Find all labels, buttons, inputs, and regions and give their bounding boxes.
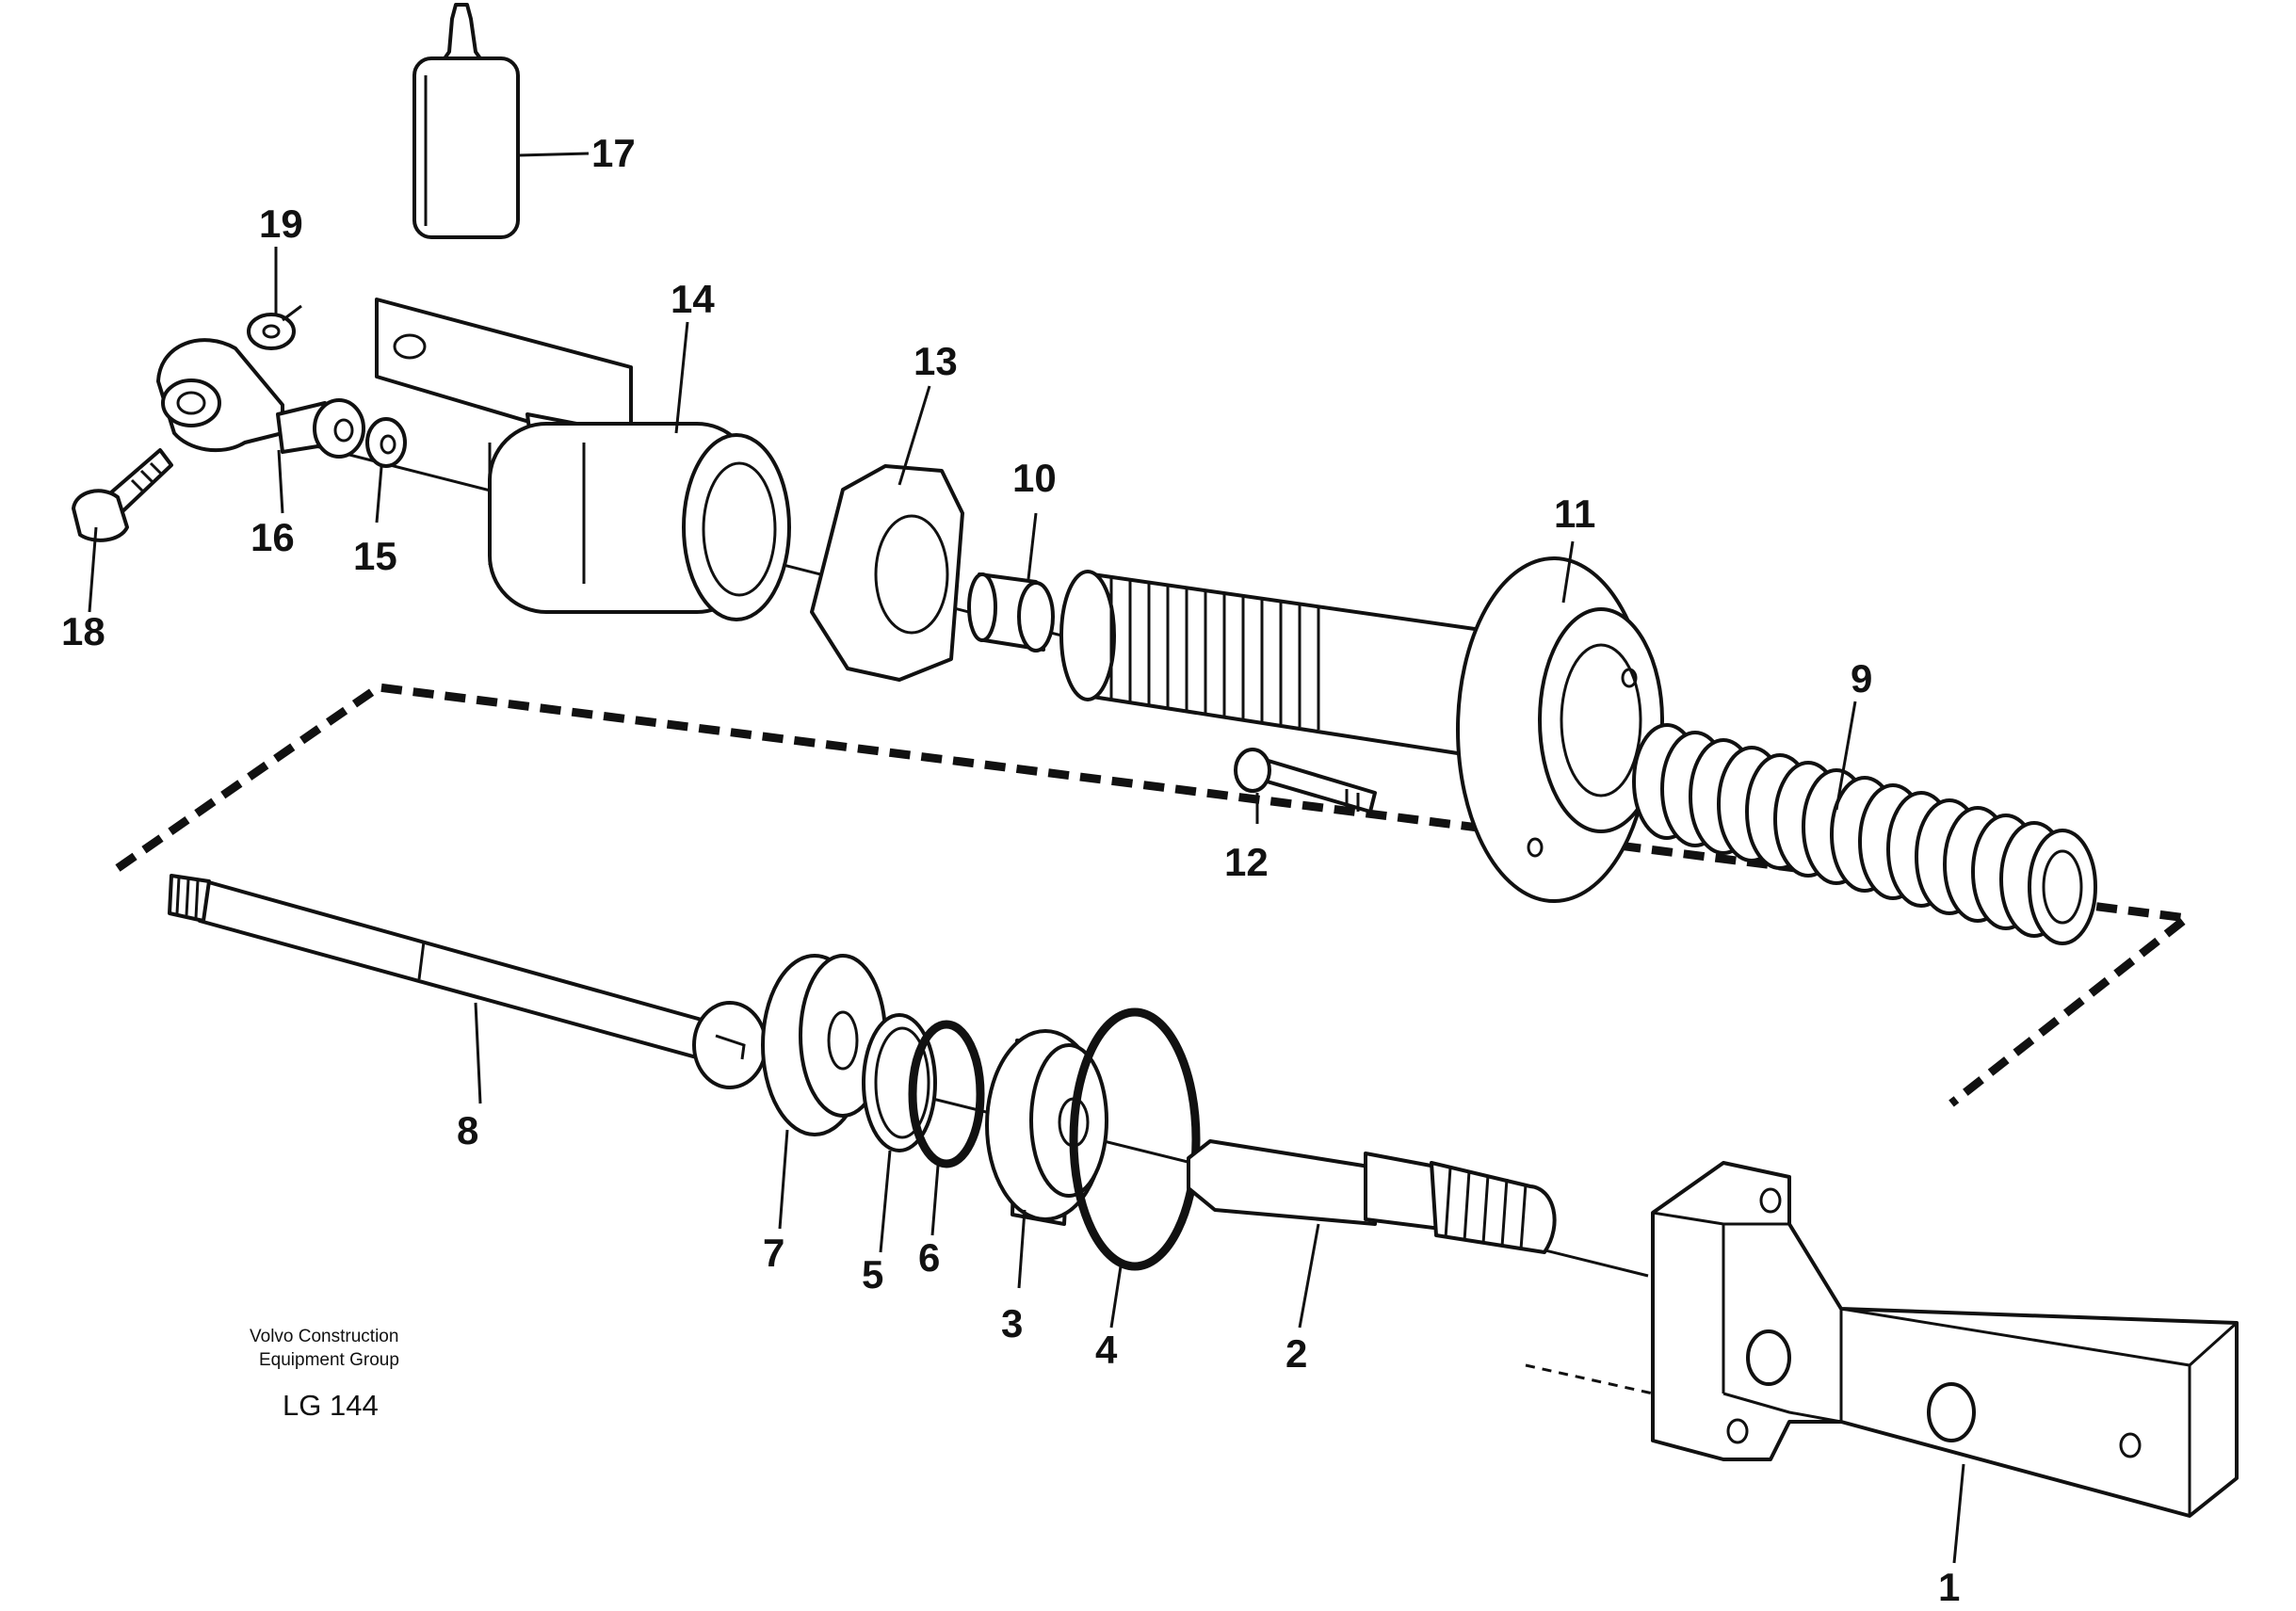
callout-8: 8 [457, 1108, 478, 1152]
callout-17: 17 [591, 131, 636, 175]
credit-block: Volvo Construction Equipment Group LG 14… [250, 1327, 399, 1422]
part-13-hex-nut [810, 464, 964, 682]
part-12-cap-screw [1234, 748, 1377, 814]
callout-14: 14 [671, 277, 715, 321]
part-14-sleeve-bracket [375, 298, 791, 621]
assembly-boundary [115, 683, 2198, 1107]
callout-5: 5 [862, 1252, 883, 1297]
callout-6: 6 [918, 1235, 940, 1280]
part-9-spring [1632, 723, 2097, 945]
callout-1: 1 [1938, 1565, 1960, 1609]
part-17-bottle [412, 3, 520, 239]
callout-12: 12 [1224, 840, 1269, 884]
callout-7: 7 [763, 1231, 784, 1275]
callout-13: 13 [914, 339, 958, 383]
callout-15: 15 [353, 534, 397, 578]
part-7-washer [761, 954, 887, 1136]
part-19-nut [247, 304, 302, 350]
credit-line-2: Equipment Group [259, 1350, 399, 1370]
callout-11: 11 [1554, 491, 1595, 536]
part-15-washer [365, 417, 407, 468]
leader-lines [88, 152, 1965, 1564]
part-10-bushing [967, 572, 1055, 652]
callout-18: 18 [61, 609, 105, 653]
part-6-o-ring [908, 1020, 985, 1168]
callout-4: 4 [1095, 1328, 1118, 1372]
drawing-code: LG 144 [283, 1389, 379, 1422]
callout-16: 16 [251, 515, 295, 559]
callout-19: 19 [259, 201, 303, 246]
callout-10: 10 [1012, 456, 1057, 500]
callout-9: 9 [1851, 656, 1872, 701]
part-8-shaft [168, 874, 768, 1089]
part-4-o-ring [1069, 1007, 1201, 1271]
callout-3: 3 [1001, 1301, 1023, 1345]
part-1-body [1525, 1161, 2239, 1518]
credit-line-1: Volvo Construction [250, 1327, 398, 1346]
part-2-plunger [1187, 1139, 1557, 1254]
callout-labels: 17 19 14 13 10 11 9 12 16 15 18 8 7 5 6 … [61, 131, 1960, 1609]
part-18-bolt [72, 448, 173, 542]
part-3-piston [985, 1029, 1108, 1226]
part-11-housing [1059, 556, 1664, 903]
callout-2: 2 [1285, 1331, 1307, 1376]
part-16-rod-end [156, 338, 365, 459]
